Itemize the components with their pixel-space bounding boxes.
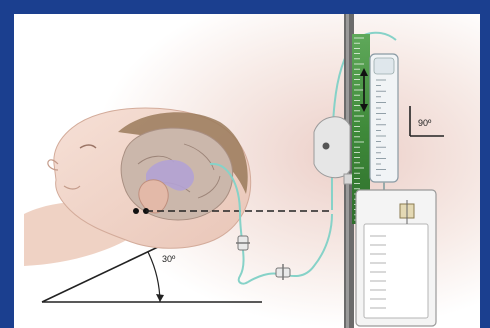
- evd-setup-illustration: 30º: [14, 14, 480, 328]
- right-angle-label: 90º: [418, 118, 432, 128]
- tragus-marker: [133, 208, 139, 214]
- drainage-collection-bag: [356, 190, 436, 326]
- tilt-angle-label: 30º: [162, 254, 176, 264]
- drip-chamber: [370, 54, 398, 200]
- illustration-panel: 30º: [14, 14, 480, 328]
- stopcock-1: [236, 236, 250, 250]
